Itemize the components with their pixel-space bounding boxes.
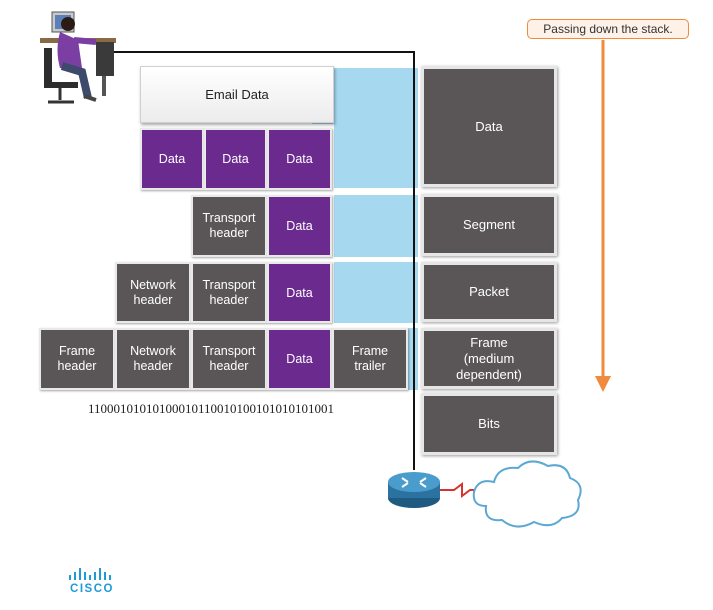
pdu-data-label: Data: [421, 66, 557, 187]
highlight-band-packet: [334, 262, 418, 323]
pdu-packet-label: Packet: [421, 262, 557, 322]
email-data-block: Email Data: [140, 66, 334, 123]
router-icon: [388, 472, 440, 508]
pdu-bits-label: Bits: [421, 393, 557, 455]
data-block: Data: [140, 128, 204, 190]
network-header-block: Network header: [115, 328, 191, 390]
highlight-band-segment: [334, 195, 418, 257]
cisco-logo: [69, 568, 111, 580]
data-block: Data: [267, 262, 332, 323]
cloud-icon: [472, 460, 582, 528]
passing-down-callout: Passing down the stack.: [527, 19, 689, 39]
transport-header-block: Transport header: [191, 262, 267, 323]
pdu-frame-label: Frame (medium dependent): [421, 328, 557, 389]
network-header-block: Network header: [115, 262, 191, 323]
highlight-band-data: [334, 124, 418, 188]
serial-link-icon: [440, 482, 486, 498]
data-block: Data: [204, 128, 267, 190]
data-block: Data: [267, 195, 332, 257]
down-arrow-icon: [595, 40, 611, 392]
person-at-computer-icon: [40, 11, 116, 104]
data-block: Data: [267, 328, 332, 390]
transport-header-block: Transport header: [191, 328, 267, 390]
transport-header-block: Transport header: [191, 195, 267, 257]
frame-header-block: Frame header: [39, 328, 115, 390]
frame-trailer-block: Frame trailer: [332, 328, 408, 390]
network-cable: [112, 51, 415, 470]
bits-string: 11000101010100010110010100101010101001: [88, 401, 335, 416]
data-block: Data: [267, 128, 332, 190]
pdu-segment-label: Segment: [421, 194, 557, 256]
cisco-logo-text: CISCO: [70, 583, 114, 595]
